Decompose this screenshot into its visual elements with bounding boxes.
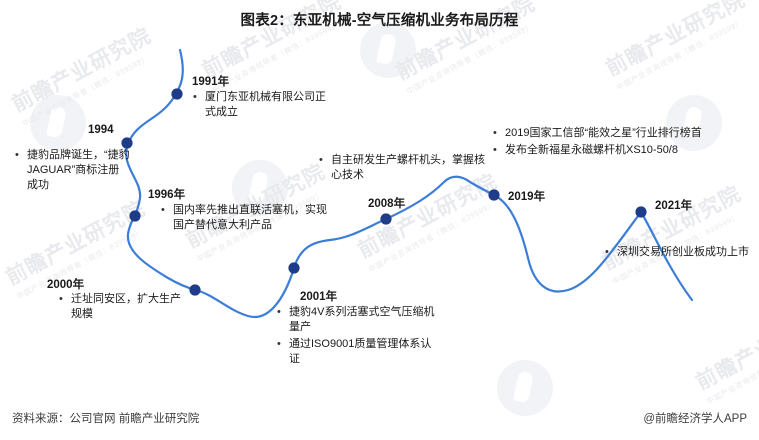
year-label-2000: 2000年 xyxy=(47,279,85,291)
event-item: 捷豹品牌诞生，“捷豹 JAGUAR”商标注册成功 xyxy=(14,148,130,193)
source-note: 资料来源：公司官网 前瞻产业研究院 xyxy=(12,413,200,425)
event-block-2019: 2019国家工信部“能效之星”行业排行榜首发布全新福星永磁螺杆机XS10-50/… xyxy=(492,126,714,160)
event-block-1991: 厦门东亚机械有限公司正式成立 xyxy=(192,90,327,122)
event-item: 捷豹4V系列活塞式空气压缩机量产 xyxy=(276,305,436,335)
event-item: 国内率先推出直联活塞机，实现国产替代意大利产品 xyxy=(160,203,330,233)
year-label-1994: 1994 xyxy=(88,124,114,136)
event-block-2000: 迁址同安区，扩大生产规模 xyxy=(58,292,186,324)
timeline-node-2001[interactable] xyxy=(288,262,300,274)
event-item: 自主研发生产螺杆机头，掌握核心技术 xyxy=(318,153,493,183)
year-label-2001: 2001年 xyxy=(300,291,338,303)
brand-attribution: @前瞻经济学人APP xyxy=(643,413,747,425)
event-item: 深圳交易所创业板成功上市 xyxy=(604,245,756,260)
year-label-2021: 2021年 xyxy=(655,200,693,212)
event-block-2021: 深圳交易所创业板成功上市 xyxy=(604,245,756,262)
timeline-node-1994[interactable] xyxy=(121,137,133,149)
timeline-node-2021[interactable] xyxy=(635,206,647,218)
year-label-2008: 2008年 xyxy=(368,198,406,210)
event-item: 2019国家工信部“能效之星”行业排行榜首 xyxy=(492,126,714,141)
timeline-node-1991[interactable] xyxy=(171,88,183,100)
event-block-1994: 捷豹品牌诞生，“捷豹 JAGUAR”商标注册成功 xyxy=(14,148,130,195)
event-item: 发布全新福星永磁螺杆机XS10-50/8 xyxy=(492,143,714,158)
timeline-node-2019[interactable] xyxy=(488,189,500,201)
timeline-curve-svg xyxy=(121,48,694,319)
event-item: 通过ISO9001质量管理体系认证 xyxy=(276,337,436,367)
timeline-nodes xyxy=(121,88,647,296)
event-item: 厦门东亚机械有限公司正式成立 xyxy=(192,90,327,120)
year-label-2019: 2019年 xyxy=(508,191,546,203)
timeline-node-2000[interactable] xyxy=(189,284,201,296)
page-title: 图表2：东亚机械-空气压缩机业务布局历程 xyxy=(240,13,519,29)
event-item: 迁址同安区，扩大生产规模 xyxy=(58,292,186,322)
timeline-node-2008[interactable] xyxy=(380,213,392,225)
timeline-node-1996[interactable] xyxy=(129,210,141,222)
event-block-1996: 国内率先推出直联活塞机，实现国产替代意大利产品 xyxy=(160,203,330,235)
year-label-1991: 1991年 xyxy=(192,76,230,88)
year-label-1996: 1996年 xyxy=(148,189,186,201)
event-block-2008: 自主研发生产螺杆机头，掌握核心技术 xyxy=(318,153,493,185)
event-block-2001: 捷豹4V系列活塞式空气压缩机量产通过ISO9001质量管理体系认证 xyxy=(276,305,436,369)
timeline-curve-path xyxy=(125,48,694,319)
